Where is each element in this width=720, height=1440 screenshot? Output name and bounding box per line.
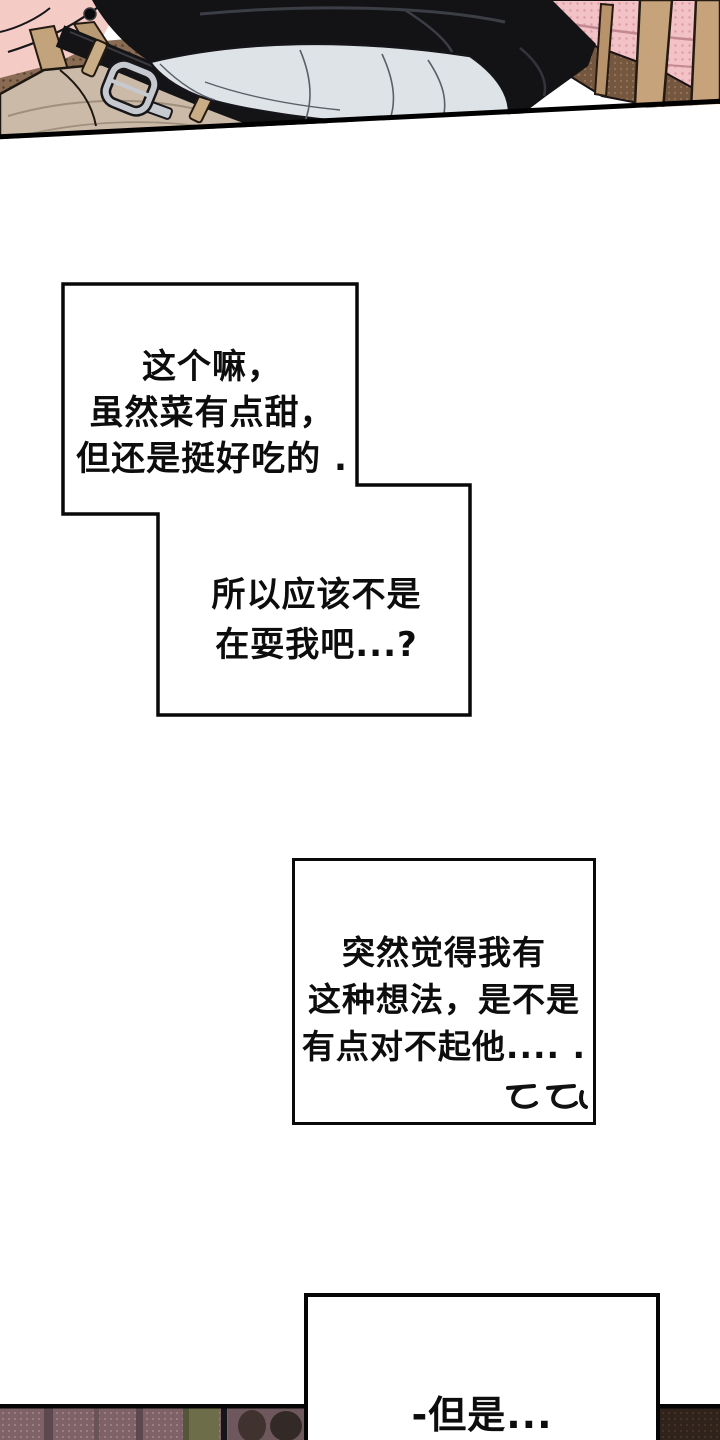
thought-text-2: 所以应该不是 在耍我吧...? bbox=[158, 570, 475, 670]
belt bbox=[55, 25, 348, 139]
panel-border bbox=[0, 98, 720, 140]
thought-text-3: -但是... bbox=[304, 1392, 660, 1438]
chair-slat bbox=[689, 0, 720, 112]
top-art-panel bbox=[0, 0, 720, 140]
trembling-eyes-doodle-icon bbox=[506, 1084, 588, 1109]
jacket bbox=[468, 44, 596, 128]
text-line: 这种想法，是不是 bbox=[308, 980, 580, 1019]
thought-box-2 bbox=[292, 858, 596, 1125]
text-line: 在耍我吧...? bbox=[215, 625, 418, 665]
text-line: 突然觉得我有 bbox=[342, 933, 546, 972]
text-line: -但是... bbox=[411, 1393, 553, 1437]
thought-text-2b: 突然觉得我有 这种想法，是不是 有点对不起他.... . bbox=[292, 929, 596, 1070]
belt-buckle bbox=[100, 59, 160, 117]
text-line: 所以应该不是 bbox=[211, 575, 422, 615]
jacket-button bbox=[83, 7, 97, 21]
chair-slat bbox=[593, 2, 615, 98]
text-line: 但还是挺好吃的 . bbox=[76, 439, 348, 479]
text-line: 这个嘛， bbox=[142, 347, 282, 387]
thought-box-3 bbox=[304, 1293, 660, 1440]
thought-text-1: 这个嘛， 虽然菜有点甜， 但还是挺好吃的 . bbox=[63, 344, 361, 482]
text-line: 虽然菜有点甜， bbox=[89, 393, 335, 433]
text-line: 有点对不起他.... . bbox=[301, 1027, 587, 1066]
